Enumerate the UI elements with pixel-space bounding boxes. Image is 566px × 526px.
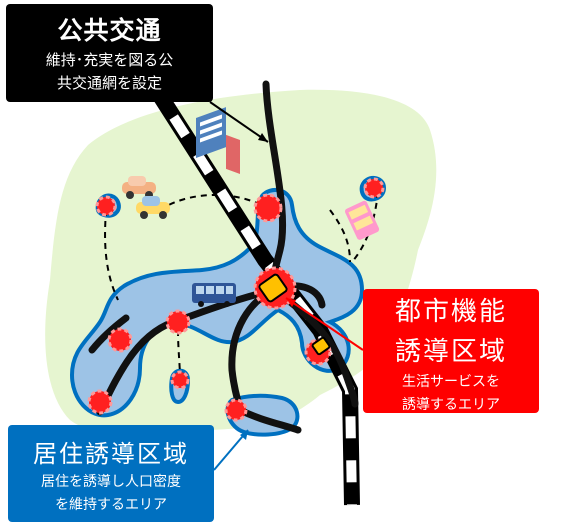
public-transport-callout: 公共交通 維持･充実を図る公 共交通網を設定 (6, 4, 213, 102)
urban-function-desc-2: 誘導するエリア (402, 397, 500, 413)
residential-desc-1: 居住を誘導し人口密度 (41, 474, 181, 490)
residential-desc-2: を維持するエリア (55, 497, 167, 513)
residential-callout: 居住誘導区域 居住を誘導し人口密度 を維持するエリア (8, 425, 214, 522)
building-icon (196, 107, 240, 175)
bus-icon (192, 283, 236, 307)
public-transport-desc-2: 共交通網を設定 (56, 74, 162, 92)
urban-function-callout: 都市機能 誘導区域 生活サービスを 誘導するエリア (363, 289, 539, 413)
urban-function-title-1: 都市機能 (394, 297, 507, 327)
public-transport-title: 公共交通 (57, 16, 162, 45)
residential-title: 居住誘導区域 (33, 440, 189, 468)
tram-icon (344, 200, 380, 240)
car-icon (122, 176, 156, 199)
callout-pointers (209, 101, 364, 471)
urban-function-desc-1: 生活サービスを (402, 374, 500, 390)
urban-function-title-2: 誘導区域 (394, 337, 507, 367)
taxi-icon (136, 196, 170, 219)
urban-core-markers (258, 273, 331, 356)
public-transport-desc-1: 維持･充実を図る公 (45, 51, 174, 69)
